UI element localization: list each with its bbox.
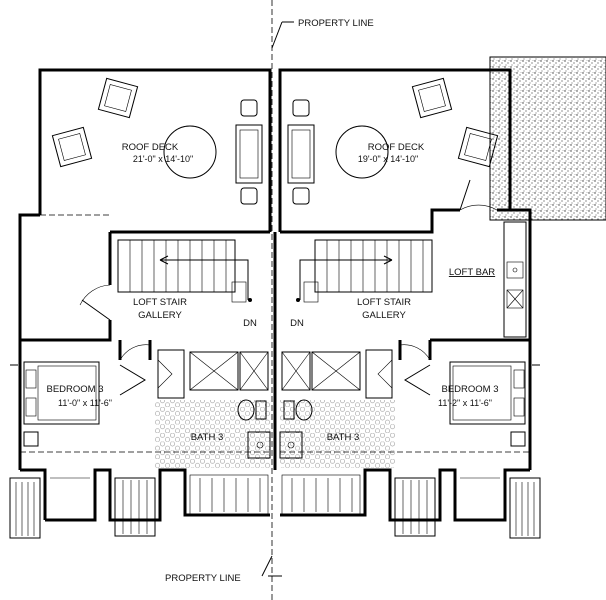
exterior-walls [18,68,532,470]
gallery-left-title: GALLERY [138,310,182,321]
deck-furniture-left [51,77,263,205]
stair-right-dn: DN [290,318,304,329]
bedroom-right-title: BEDROOM 3 [441,384,498,395]
loft-stair-left-title: LOFT STAIR [133,297,187,308]
bath-right [279,349,431,468]
bedroom-left [10,344,151,447]
property-line-label-top: PROPERTY LINE [298,18,374,29]
bedroom-right [399,344,540,447]
roof-deck-left-dimensions: 21'-0" x 14'-10" [133,154,193,164]
stair-left [117,239,252,303]
neighbor-hatch [489,56,606,221]
loft-bar-counter [503,221,527,338]
bath-left-title: BATH 3 [191,432,224,443]
loft-stair-right-title: LOFT STAIR [357,297,411,308]
roof-siding [9,474,541,539]
deck-furniture-right [287,77,499,205]
bath-right-title: BATH 3 [327,432,360,443]
roof-deck-left-title: ROOF DECK [122,142,179,153]
stair-left-dn: DN [243,318,257,329]
bedroom-right-dimensions: 11'-2" x 11'-6" [438,398,492,408]
lower-walls [20,468,530,522]
gallery-door-left [79,284,111,321]
eave-lines [20,214,530,453]
stair-right [296,239,433,303]
roof-deck-right-title: ROOF DECK [368,142,425,153]
bath-left [119,349,271,468]
bedroom-left-title: BEDROOM 3 [46,384,103,395]
gallery-right-title: GALLERY [362,310,406,321]
property-line-label-bottom: PROPERTY LINE [165,573,241,584]
property-line [261,0,294,600]
deck-door-swing [459,179,498,211]
loft-bar-title: LOFT BAR [449,267,495,278]
roof-deck-right-dimensions: 19'-0" x 14'-10" [358,154,418,164]
bedroom-left-dimensions: 11'-0" x 11'-6" [58,398,112,408]
